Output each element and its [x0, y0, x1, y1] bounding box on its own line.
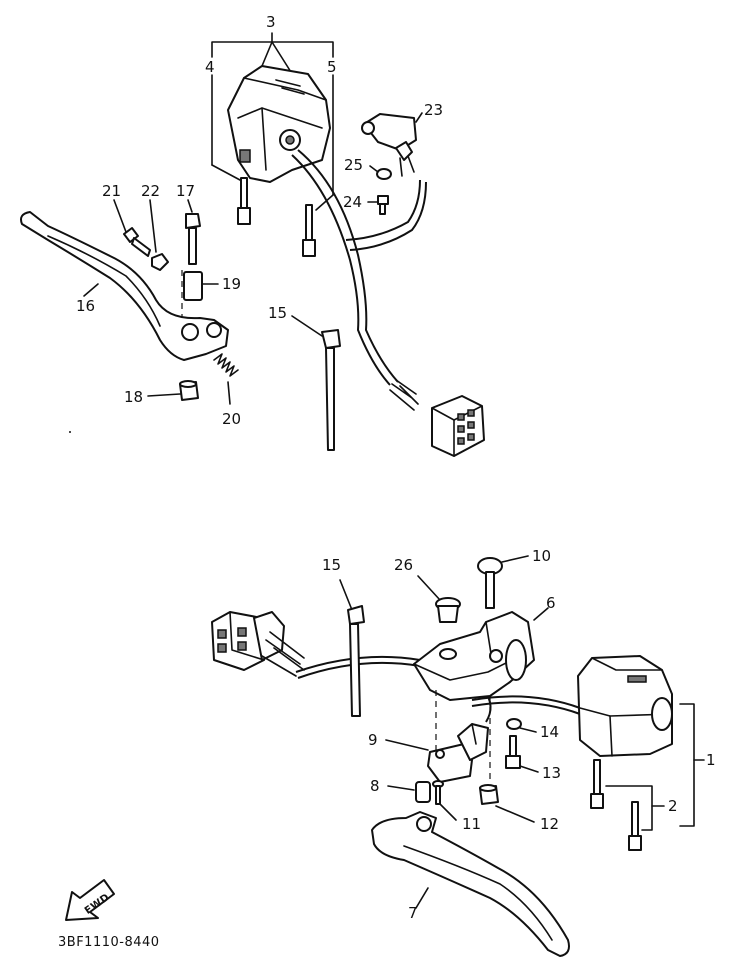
screw-11 — [432, 780, 457, 821]
label-9: 9 — [368, 731, 378, 749]
brake-lever-7 — [371, 811, 570, 957]
bolt-21 — [113, 199, 151, 257]
label-22: 22 — [141, 182, 160, 200]
cable-tie-15-top — [291, 315, 341, 451]
label-1: 1 — [706, 751, 716, 769]
label-23: 23 — [424, 101, 443, 119]
drawing-code: 3BF1110-8440 — [58, 935, 160, 950]
label-21: 21 — [102, 182, 121, 200]
collar-8 — [387, 781, 431, 803]
screw-13 — [505, 735, 539, 773]
clutch-switch-23 — [361, 112, 423, 177]
spring-20 — [213, 353, 239, 405]
label-24: 24 — [343, 193, 362, 211]
top-harness — [291, 149, 427, 411]
screw-5 — [302, 204, 316, 257]
screw-24 — [367, 195, 389, 215]
bolt-17 — [185, 199, 201, 265]
right-switch-housing — [577, 655, 673, 757]
bracket-2 — [605, 785, 665, 831]
collar-19 — [183, 271, 219, 301]
nut-22 — [149, 199, 169, 271]
nut-14 — [506, 718, 537, 733]
screw-4 — [237, 177, 251, 225]
label-7: 7 — [408, 904, 418, 922]
top-callout-labels: 3 4 5 23 25 24 21 22 17 19 16 15 18 20 — [76, 13, 443, 428]
label-15-top: 15 — [268, 304, 287, 322]
stray-mark — [69, 431, 71, 433]
clutch-lever-16 — [20, 211, 229, 361]
bottom-assembly: FWD 15 26 10 6 9 14 13 1 8 11 12 2 7 3BF… — [58, 547, 716, 957]
label-12: 12 — [540, 815, 559, 833]
label-13: 13 — [542, 764, 561, 782]
label-5: 5 — [327, 58, 337, 76]
bracket-3 — [211, 32, 334, 211]
top-connector — [431, 395, 485, 457]
label-6: 6 — [546, 594, 556, 612]
plug-26 — [417, 575, 461, 623]
nut-25 — [369, 165, 392, 180]
front-brake-switch-9 — [385, 723, 489, 783]
label-18: 18 — [124, 388, 143, 406]
screw-2-a — [590, 759, 604, 809]
label-25: 25 — [344, 156, 363, 174]
label-16: 16 — [76, 297, 95, 315]
label-2: 2 — [668, 797, 678, 815]
lever-holder-6 — [413, 607, 549, 701]
label-8: 8 — [370, 777, 380, 795]
bottom-callout-labels: 15 26 10 6 9 14 13 1 8 11 12 2 7 — [322, 547, 716, 922]
label-3: 3 — [266, 13, 276, 31]
screw-2-b — [628, 801, 642, 851]
left-switch-housing — [227, 65, 331, 183]
bracket-1 — [679, 703, 705, 827]
label-17: 17 — [176, 182, 195, 200]
nut-12 — [479, 784, 535, 823]
label-15-bottom: 15 — [322, 556, 341, 574]
bottom-connector — [211, 611, 285, 671]
label-20: 20 — [222, 410, 241, 428]
label-19: 19 — [222, 275, 241, 293]
label-14: 14 — [540, 723, 559, 741]
cable-tie-15-bottom — [339, 579, 365, 717]
label-4: 4 — [205, 58, 215, 76]
top-assembly: 3 4 5 23 25 24 21 22 17 19 16 15 18 20 — [20, 13, 485, 457]
screw-10 — [477, 555, 529, 609]
label-10: 10 — [532, 547, 551, 565]
label-26: 26 — [394, 556, 413, 574]
fwd-arrow-icon: FWD — [65, 879, 115, 921]
plug-18 — [147, 380, 199, 401]
label-11: 11 — [462, 815, 481, 833]
